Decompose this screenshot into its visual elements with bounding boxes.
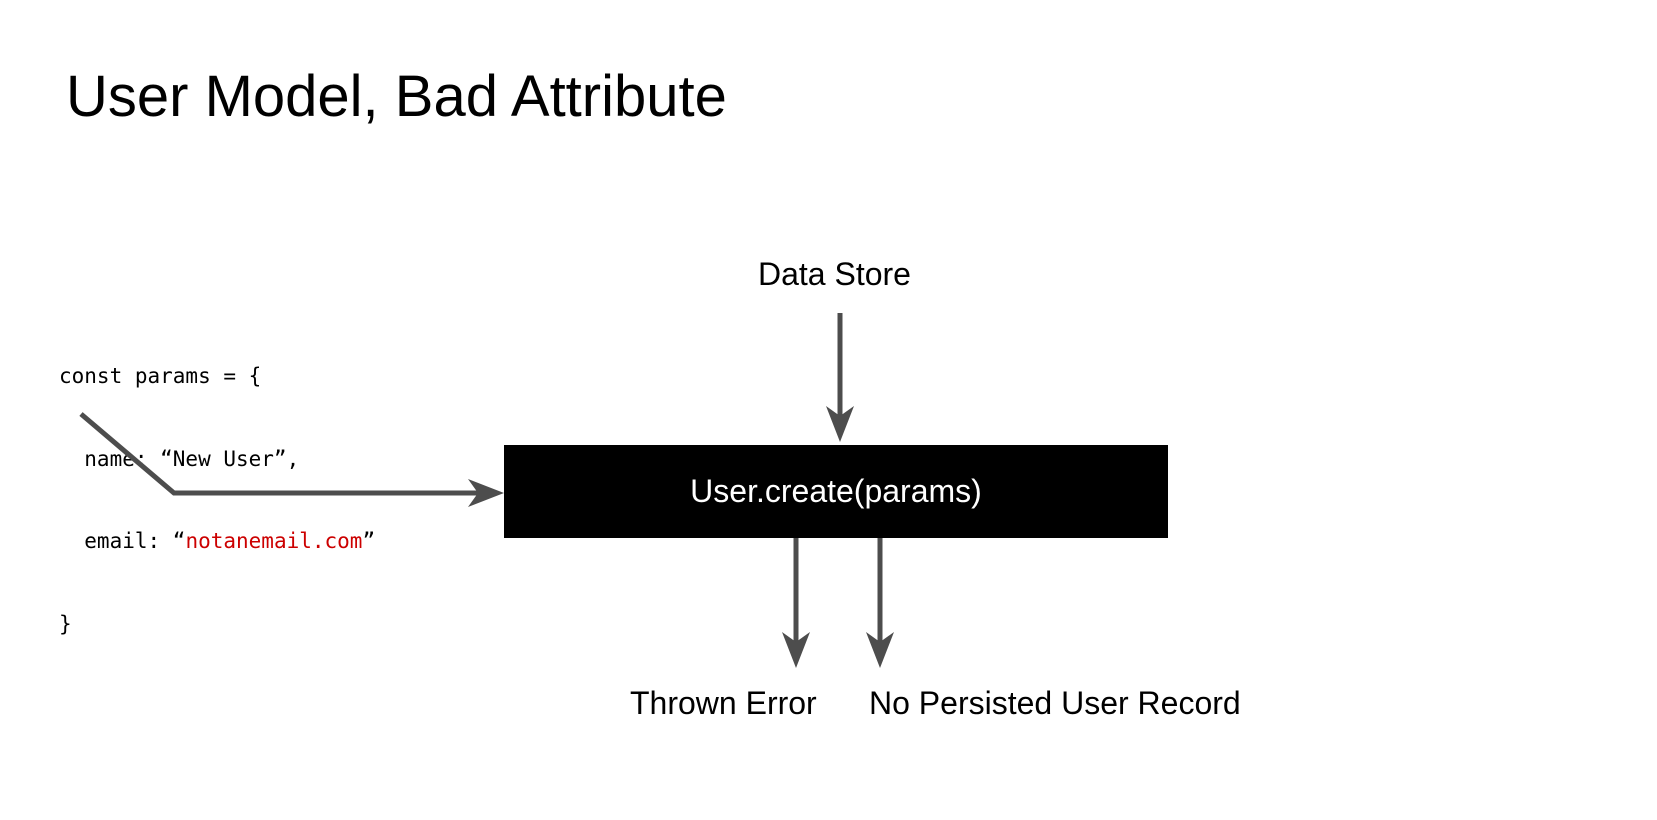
code-line-name: name: “New User”,	[59, 446, 300, 471]
error-arrowhead-icon	[782, 632, 810, 668]
code-email-prefix: email: “	[59, 529, 186, 553]
invalid-email-value: notanemail.com	[185, 529, 363, 553]
record-arrowhead-icon	[866, 632, 894, 668]
data-store-label: Data Store	[758, 256, 911, 292]
params-code-block: const params = { name: “New User”, email…	[59, 308, 375, 666]
datastore-arrowhead-icon	[826, 406, 854, 442]
user-create-label: User.create(params)	[690, 473, 982, 509]
no-persisted-record-label: No Persisted User Record	[869, 685, 1241, 721]
code-line-close-brace: }	[59, 611, 72, 636]
code-line-email: email: “notanemail.com”	[59, 528, 375, 556]
user-create-process-box: User.create(params)	[504, 445, 1168, 538]
slide-title: User Model, Bad Attribute	[66, 64, 727, 129]
params-arrowhead-icon	[468, 479, 504, 507]
code-email-suffix: ”	[362, 529, 376, 553]
thrown-error-label: Thrown Error	[630, 685, 817, 721]
code-line-declaration: const params = {	[59, 364, 262, 388]
